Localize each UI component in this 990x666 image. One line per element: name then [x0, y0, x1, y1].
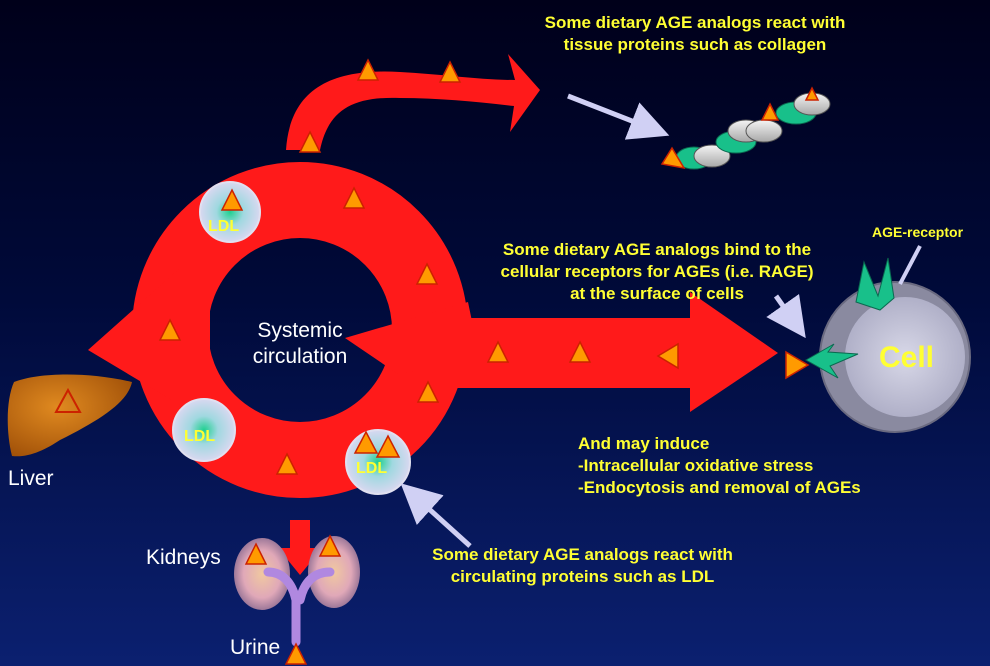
collagen-note-line2: tissue proteins such as collagen — [563, 35, 827, 54]
kidneys-label: Kidneys — [146, 546, 221, 569]
systemic-label: Systemic circulation — [230, 318, 370, 370]
age-triangle — [804, 86, 820, 101]
age-receptor-top — [855, 257, 895, 311]
age-triangle — [356, 58, 380, 81]
collagen-note: Some dietary AGE analogs react with tiss… — [510, 12, 880, 56]
systemic-line1: Systemic — [257, 319, 343, 342]
liver-label: Liver — [8, 467, 54, 490]
cell-arrow — [418, 292, 778, 412]
age-triangle — [220, 188, 244, 211]
age-receptor-left — [804, 343, 859, 379]
receptor-note-line1: Some dietary AGE analogs bind to the — [502, 240, 812, 259]
collagen-note-line1: Some dietary AGE analogs react with — [544, 13, 846, 32]
age-triangle — [656, 342, 679, 370]
induce-note: And may induce -Intracellular oxidative … — [578, 433, 938, 499]
age-triangle — [284, 642, 308, 665]
cell-inner — [845, 297, 965, 417]
age-triangle — [760, 102, 780, 121]
pointer-collagen — [567, 93, 670, 140]
collagen-chain — [675, 92, 831, 170]
induce-note-line2: -Intracellular oxidative stress — [578, 456, 814, 475]
pointer-age-receptor — [898, 245, 922, 285]
liver-shape — [7, 374, 133, 457]
receptor-note-line3: at the surface of cells — [570, 284, 744, 303]
ldl-label-top: LDL — [208, 218, 240, 235]
urine-label: Urine — [230, 636, 281, 659]
kidney-left — [234, 538, 290, 610]
collagen-arrow — [286, 54, 540, 150]
cell-label: Cell — [879, 341, 935, 374]
age-triangle — [416, 380, 440, 403]
ldl-note-line2: circulating proteins such as LDL — [450, 567, 715, 586]
age-molecules — [158, 58, 820, 665]
pointer-ldl — [400, 483, 472, 548]
induce-note-line1: And may induce — [578, 434, 710, 453]
age-triangle — [568, 340, 592, 363]
age-triangle — [342, 186, 366, 209]
systemic-line2: circulation — [252, 345, 348, 368]
age-triangle — [298, 130, 322, 153]
pointer-receptor — [766, 293, 806, 339]
induce-note-line3: -Endocytosis and removal of AGEs — [578, 478, 861, 497]
ldl-particle-top — [199, 181, 261, 243]
receptor-note-line2: cellular receptors for AGEs (i.e. RAGE) — [500, 262, 814, 281]
age-triangle — [275, 452, 299, 475]
age-triangle — [244, 542, 268, 565]
ldl-particle-left — [172, 398, 236, 462]
age-triangle — [486, 340, 510, 363]
age-triangle — [438, 60, 462, 83]
age-triangle — [353, 430, 379, 454]
age-triangle — [318, 534, 342, 557]
receptor-note: Some dietary AGE analogs bind to the cel… — [462, 239, 852, 305]
age-triangle — [415, 262, 439, 285]
age-triangle — [785, 350, 810, 380]
ldl-note-line1: Some dietary AGE analogs react with — [432, 545, 733, 564]
age-triangle — [375, 434, 401, 458]
ldl-label-right: LDL — [356, 460, 388, 477]
liver-arrow — [88, 268, 210, 405]
age-triangle — [158, 318, 182, 341]
ldl-label-left: LDL — [184, 428, 216, 445]
age-receptor-label: AGE-receptor — [872, 224, 964, 240]
urinary-tract — [263, 567, 335, 647]
age-triangle-liver — [54, 387, 82, 413]
ldl-note: Some dietary AGE analogs react with circ… — [410, 544, 755, 588]
age-triangle — [660, 146, 686, 170]
